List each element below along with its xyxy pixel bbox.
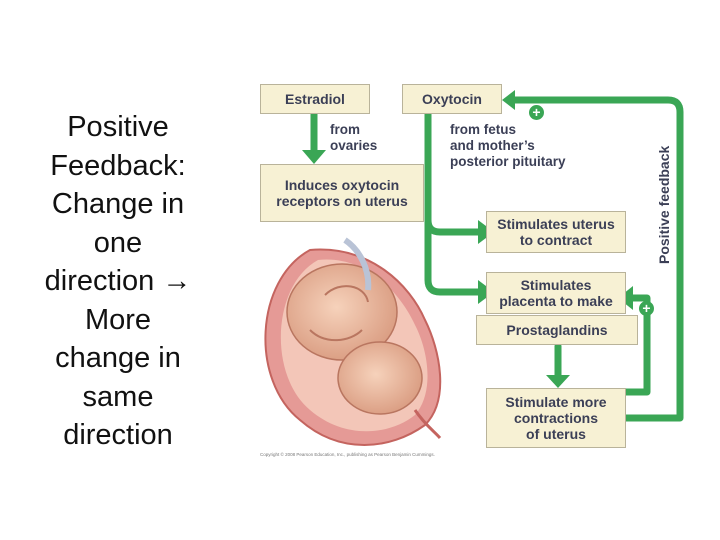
slide-line: More xyxy=(84,303,152,336)
plus-icon: + xyxy=(639,301,654,316)
uterus-illustration xyxy=(264,237,442,446)
plus-icon: + xyxy=(529,105,544,120)
stimulate-more-box: Stimulate more contractions of uterus xyxy=(486,388,626,448)
from-fetus-label: from fetus and mother’s posterior pituit… xyxy=(450,122,566,169)
induces-oxytocin-box: Induces oxytocin receptors on uterus xyxy=(260,164,424,222)
slide-text: Positive Feedback: Change in one directi… xyxy=(18,108,218,455)
oxytocin-box: Oxytocin xyxy=(402,84,502,114)
fetus-head xyxy=(337,341,423,415)
estradiol-box: Estradiol xyxy=(260,84,370,114)
slide-line: direction → xyxy=(44,265,192,297)
slide-line: Change in xyxy=(51,188,185,220)
prostaglandins-box: Prostaglandins xyxy=(476,315,638,345)
copyright-text: Copyright © 2008 Pearson Education, Inc.… xyxy=(260,452,435,457)
slide-line: change in xyxy=(55,342,181,374)
positive-feedback-label: Positive feedback xyxy=(656,145,672,264)
stimulates-uterus-box: Stimulates uterus to contract xyxy=(486,211,626,253)
slide-line: one xyxy=(93,226,143,259)
slide-line: direction xyxy=(63,419,173,451)
slide-line: same xyxy=(82,380,154,413)
slide-line: Positive xyxy=(67,111,169,143)
slide-line: Feedback: xyxy=(50,149,186,182)
from-ovaries-label: from ovaries xyxy=(330,122,378,153)
diagram-graphics xyxy=(264,90,684,446)
stimulates-placenta-box: Stimulates placenta to make xyxy=(486,272,626,314)
feedback-diagram: Estradiol Oxytocin from ovaries from fet… xyxy=(250,80,690,460)
